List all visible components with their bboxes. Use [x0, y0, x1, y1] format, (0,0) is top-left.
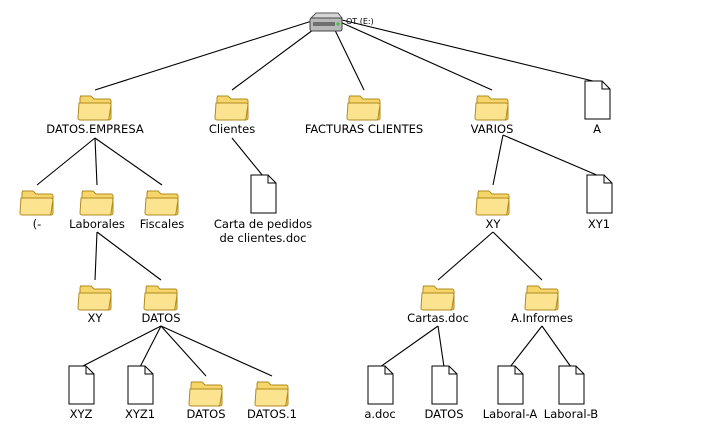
tree-edge: [509, 325, 543, 368]
folder-icon: [77, 95, 112, 121]
node-label: A.Informes: [511, 311, 573, 325]
node-label: XY: [87, 311, 103, 325]
tree-edge: [437, 231, 494, 281]
document-icon: [584, 80, 611, 120]
document-icon: [68, 365, 95, 405]
node-label: Clientes: [208, 122, 256, 136]
node-label: Fiscales: [139, 217, 185, 231]
node-label: XYZ1: [124, 407, 156, 421]
tree-edge: [492, 231, 543, 281]
node-label: VARIOS: [470, 122, 514, 136]
document-icon: [127, 365, 154, 405]
folder-icon: [254, 381, 289, 407]
tree-edges: [36, 19, 600, 377]
document-icon: [431, 365, 458, 405]
tree-edge: [94, 231, 98, 281]
tree-edge: [339, 21, 493, 91]
tree-edge: [160, 325, 207, 377]
node-label: DATOS: [186, 407, 226, 421]
tree-edge: [541, 325, 572, 368]
tree-edge: [492, 134, 504, 186]
document-icon: [558, 365, 585, 405]
node-label: DATOS: [141, 311, 181, 325]
tree-edge: [94, 19, 316, 91]
tree-edge: [231, 23, 322, 91]
folder-icon: [475, 190, 510, 216]
node-label: Cartas.doc: [407, 311, 469, 325]
folder-icon: [143, 285, 178, 311]
tree-edge: [331, 23, 365, 91]
folder-icon: [346, 95, 381, 121]
node-label: (-: [32, 217, 42, 231]
tree-edge: [437, 325, 445, 368]
folder-icon: [474, 95, 509, 121]
folder-icon: [79, 190, 114, 216]
document-icon: [497, 365, 524, 405]
document-icon: [367, 365, 394, 405]
node-label: Carta de pedidos de clientes.doc: [213, 217, 313, 245]
tree-edge: [160, 325, 273, 377]
node-label: Laboral-A: [482, 407, 538, 421]
folder-icon: [524, 285, 559, 311]
tree-edge: [341, 19, 598, 83]
drive-icon: [309, 12, 344, 32]
tree-edge: [139, 325, 162, 368]
document-icon: [250, 174, 277, 214]
drive-label: OT (E:): [346, 17, 374, 26]
folder-icon: [77, 285, 112, 311]
folder-icon: [420, 285, 455, 311]
node-label: A: [593, 122, 601, 136]
node-label: a.doc: [364, 407, 396, 421]
folder-icon: [188, 381, 223, 407]
folder-icon: [214, 95, 249, 121]
node-label: FACTURAS CLIENTES: [304, 122, 424, 136]
document-icon: [586, 174, 613, 214]
node-label: Laborales: [69, 217, 125, 231]
folder-icon: [144, 190, 179, 216]
folder-icon: [19, 190, 54, 216]
node-label: DATOS: [424, 407, 464, 421]
tree-edge: [231, 137, 264, 177]
node-label: Laboral-B: [543, 407, 599, 421]
tree-edge: [80, 325, 162, 368]
tree-edge: [96, 231, 162, 281]
node-label: XY1: [587, 217, 611, 231]
tree-edge: [36, 137, 96, 186]
node-label: DATOS.EMPRESA: [46, 122, 144, 136]
tree-edge: [94, 137, 98, 186]
tree-edge: [379, 325, 439, 368]
node-label: XY: [485, 217, 501, 231]
tree-edge: [502, 134, 600, 177]
node-label: DATOS.1: [247, 407, 297, 421]
tree-edge: [94, 137, 163, 186]
node-label: XYZ: [69, 407, 93, 421]
